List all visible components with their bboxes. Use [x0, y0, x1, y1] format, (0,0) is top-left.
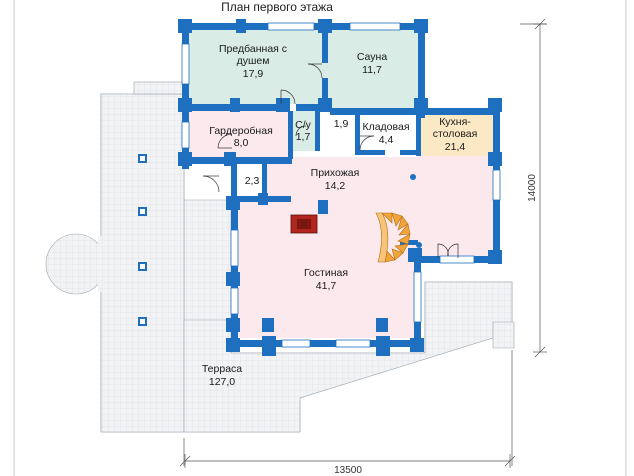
label-predbannaya-2: душем: [237, 55, 270, 67]
room-predbannaya: [188, 28, 325, 104]
terrace-posts: [138, 154, 147, 326]
room-kladovaya: [358, 111, 418, 153]
terrace-notch: [492, 321, 515, 349]
area-gostinaya: 41,7: [316, 280, 337, 292]
terrace-bay: [45, 233, 107, 295]
room-sauna: [325, 28, 422, 108]
log-corners: [178, 19, 502, 356]
label-predbannaya-1: Предбанная с: [219, 43, 287, 55]
width-dimension: 13500: [334, 465, 362, 476]
room-corridor: [318, 111, 358, 159]
area-corridor: 1,9: [334, 118, 349, 130]
label-kladovaya: Кладовая: [362, 121, 409, 133]
room-gostinaya-ext: [416, 212, 421, 262]
spiral-stairs-icon: [375, 212, 411, 263]
label-prikhozhaya: Прихожая: [311, 167, 360, 179]
column-icon: [410, 174, 416, 180]
terrace-steps: [133, 81, 185, 95]
label-terrace: Терраса: [202, 363, 242, 375]
area-predbannaya: 17,9: [243, 68, 264, 80]
label-garderobnaya: Гардеробная: [209, 125, 273, 137]
label-sauna: Сауна: [357, 51, 387, 63]
stove-icon: [290, 214, 318, 234]
label-gostinaya: Гостиная: [304, 267, 348, 279]
dimension-lines: [179, 18, 547, 468]
room-labels: Предбанная с душем 17,9 Сауна 11,7 Гарде…: [202, 43, 477, 388]
room-kitchen: [418, 111, 493, 156]
area-kitchen: 21,4: [445, 141, 466, 153]
area-prikhozhaya: 14,2: [325, 180, 346, 192]
room-kitchen-lower: [418, 156, 493, 256]
room-vestibule: [236, 162, 266, 196]
area-su: 1,7: [296, 131, 311, 143]
area-vestibule: 2,3: [245, 175, 260, 187]
area-sauna: 11,7: [362, 64, 382, 76]
label-su: С/у: [295, 119, 312, 131]
depth-dimension: 14000: [527, 174, 538, 202]
room-garderobnaya: [188, 111, 288, 159]
plan-title: План первого этажа: [221, 0, 333, 14]
column-icon: [416, 242, 422, 248]
area-terrace: 127,0: [209, 376, 235, 388]
doors: [202, 63, 459, 258]
area-garderobnaya: 8,0: [234, 137, 249, 149]
label-kitchen-2: столовая: [433, 128, 478, 140]
area-kladovaya: 4,4: [379, 134, 394, 146]
windows: [181, 22, 501, 348]
label-kitchen-1: Кухня-: [439, 116, 471, 128]
